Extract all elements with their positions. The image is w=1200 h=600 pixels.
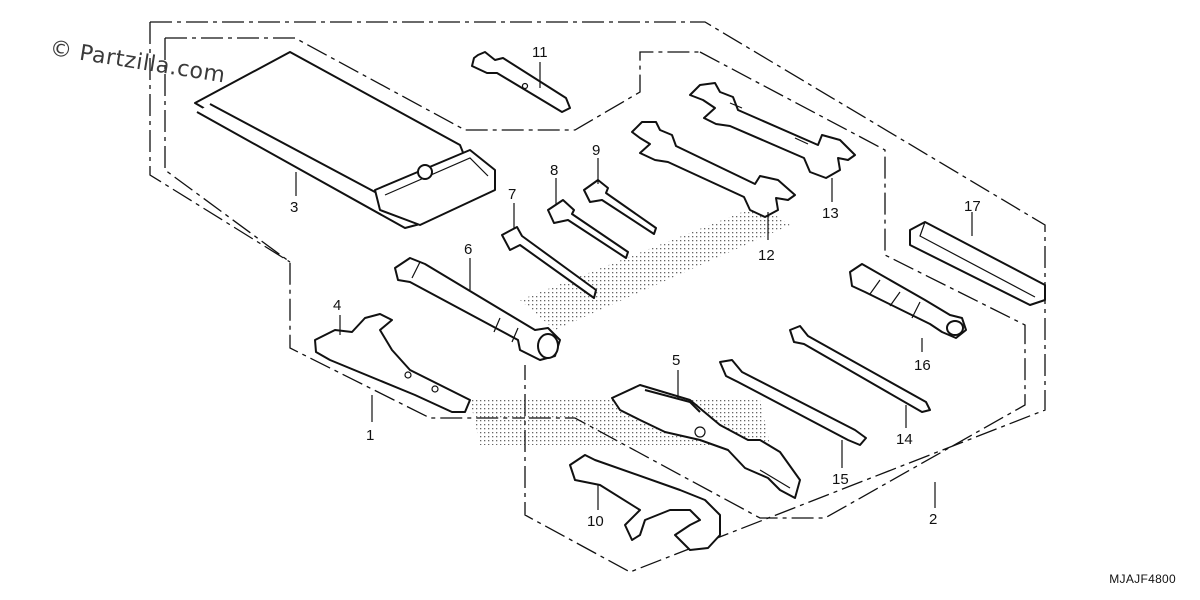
group-outline-2: [149, 21, 1046, 573]
callout-5: 5: [672, 352, 680, 369]
callout-13: 13: [822, 205, 839, 222]
callout-7: 7: [508, 186, 516, 203]
callout-10: 10: [587, 513, 604, 530]
callout-15: 15: [832, 471, 849, 488]
callout-8: 8: [550, 162, 558, 179]
leader-lines: [295, 62, 973, 510]
hex-key-large: [501, 226, 597, 299]
screwdriver-phillips: [789, 325, 931, 413]
callout-2: 2: [929, 511, 937, 528]
hex-key-small: [583, 179, 657, 235]
handle-grip: [909, 221, 1046, 306]
double-wrench-large: [689, 82, 856, 179]
callout-16: 16: [914, 357, 931, 374]
pin-spanner: [314, 313, 471, 413]
callout-11: 11: [532, 44, 548, 61]
callout-6: 6: [464, 241, 472, 258]
callout-1: 1: [366, 427, 374, 444]
callout-14: 14: [896, 431, 913, 448]
screwdriver-flat: [719, 359, 867, 446]
group-outline-1: [164, 37, 700, 419]
callout-4: 4: [333, 297, 341, 314]
small-wrench: [471, 51, 571, 113]
callout-labels: 1 2 3 4 5 6 7 8 9 10 11 12 13 14 15 16 1…: [290, 44, 981, 530]
callout-9: 9: [592, 142, 600, 159]
double-wrench-small: [631, 121, 796, 218]
hook-spanner: [569, 454, 721, 551]
hex-key-medium: [547, 199, 629, 259]
callout-12: 12: [758, 247, 775, 264]
pliers: [611, 384, 801, 499]
callout-17: 17: [964, 198, 981, 215]
group-outline-3: [525, 51, 1026, 519]
tool-bag: [194, 51, 496, 229]
diagram-code: MJAJF4800: [1109, 572, 1176, 586]
plug-wrench: [394, 257, 561, 361]
callout-3: 3: [290, 199, 298, 216]
screwdriver-handle: [849, 263, 967, 339]
